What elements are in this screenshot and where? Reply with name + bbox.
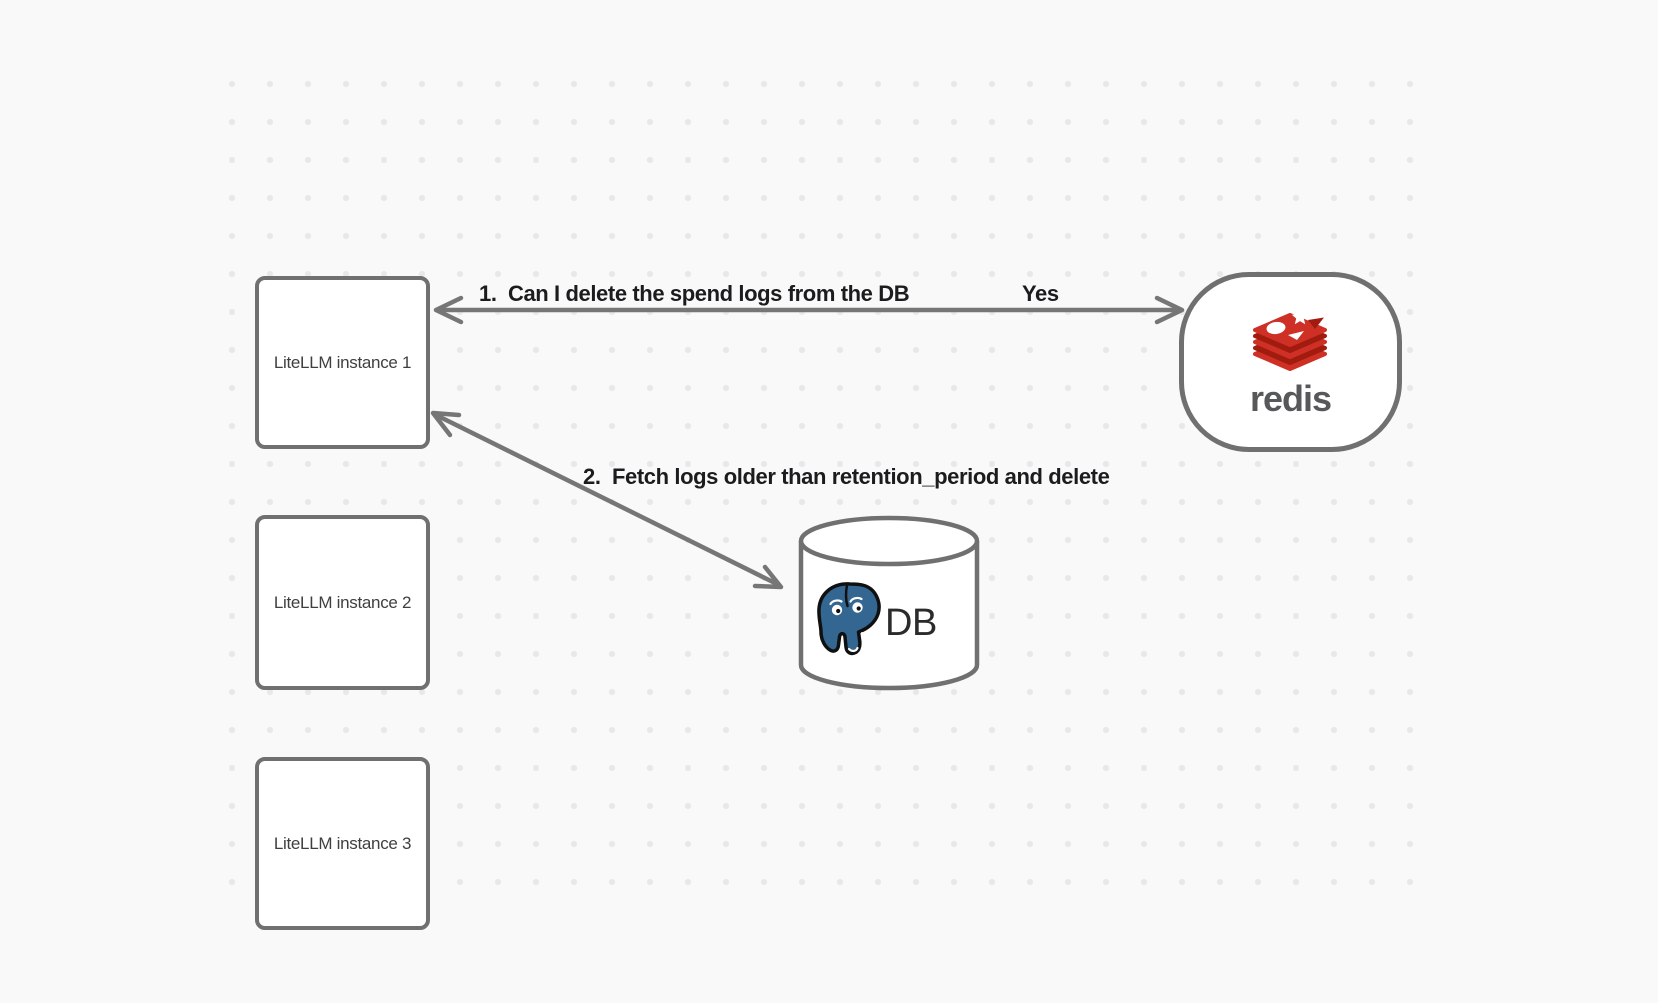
node-litellm-instance-2: LiteLLM instance 2 bbox=[255, 515, 430, 690]
database-label: DB bbox=[885, 602, 937, 644]
database-cylinder bbox=[798, 515, 980, 691]
node-label: LiteLLM instance 3 bbox=[273, 833, 412, 853]
arrow-label-step1-response: Yes bbox=[1022, 281, 1059, 306]
node-litellm-instance-3: LiteLLM instance 3 bbox=[255, 757, 430, 930]
arrow-label-step2: 2. Fetch logs older than retention_perio… bbox=[583, 464, 1110, 489]
node-database: DB bbox=[798, 515, 980, 691]
node-label: LiteLLM instance 1 bbox=[273, 352, 412, 372]
node-redis: redis bbox=[1179, 272, 1402, 452]
node-litellm-instance-1: LiteLLM instance 1 bbox=[255, 276, 430, 449]
redis-logo-icon bbox=[1253, 309, 1327, 371]
redis-wordmark: redis bbox=[1249, 378, 1332, 419]
postgresql-elephant-icon bbox=[817, 582, 881, 656]
node-label: LiteLLM instance 2 bbox=[273, 592, 412, 612]
arrow-label-step1: 1. Can I delete the spend logs from the … bbox=[479, 281, 910, 306]
